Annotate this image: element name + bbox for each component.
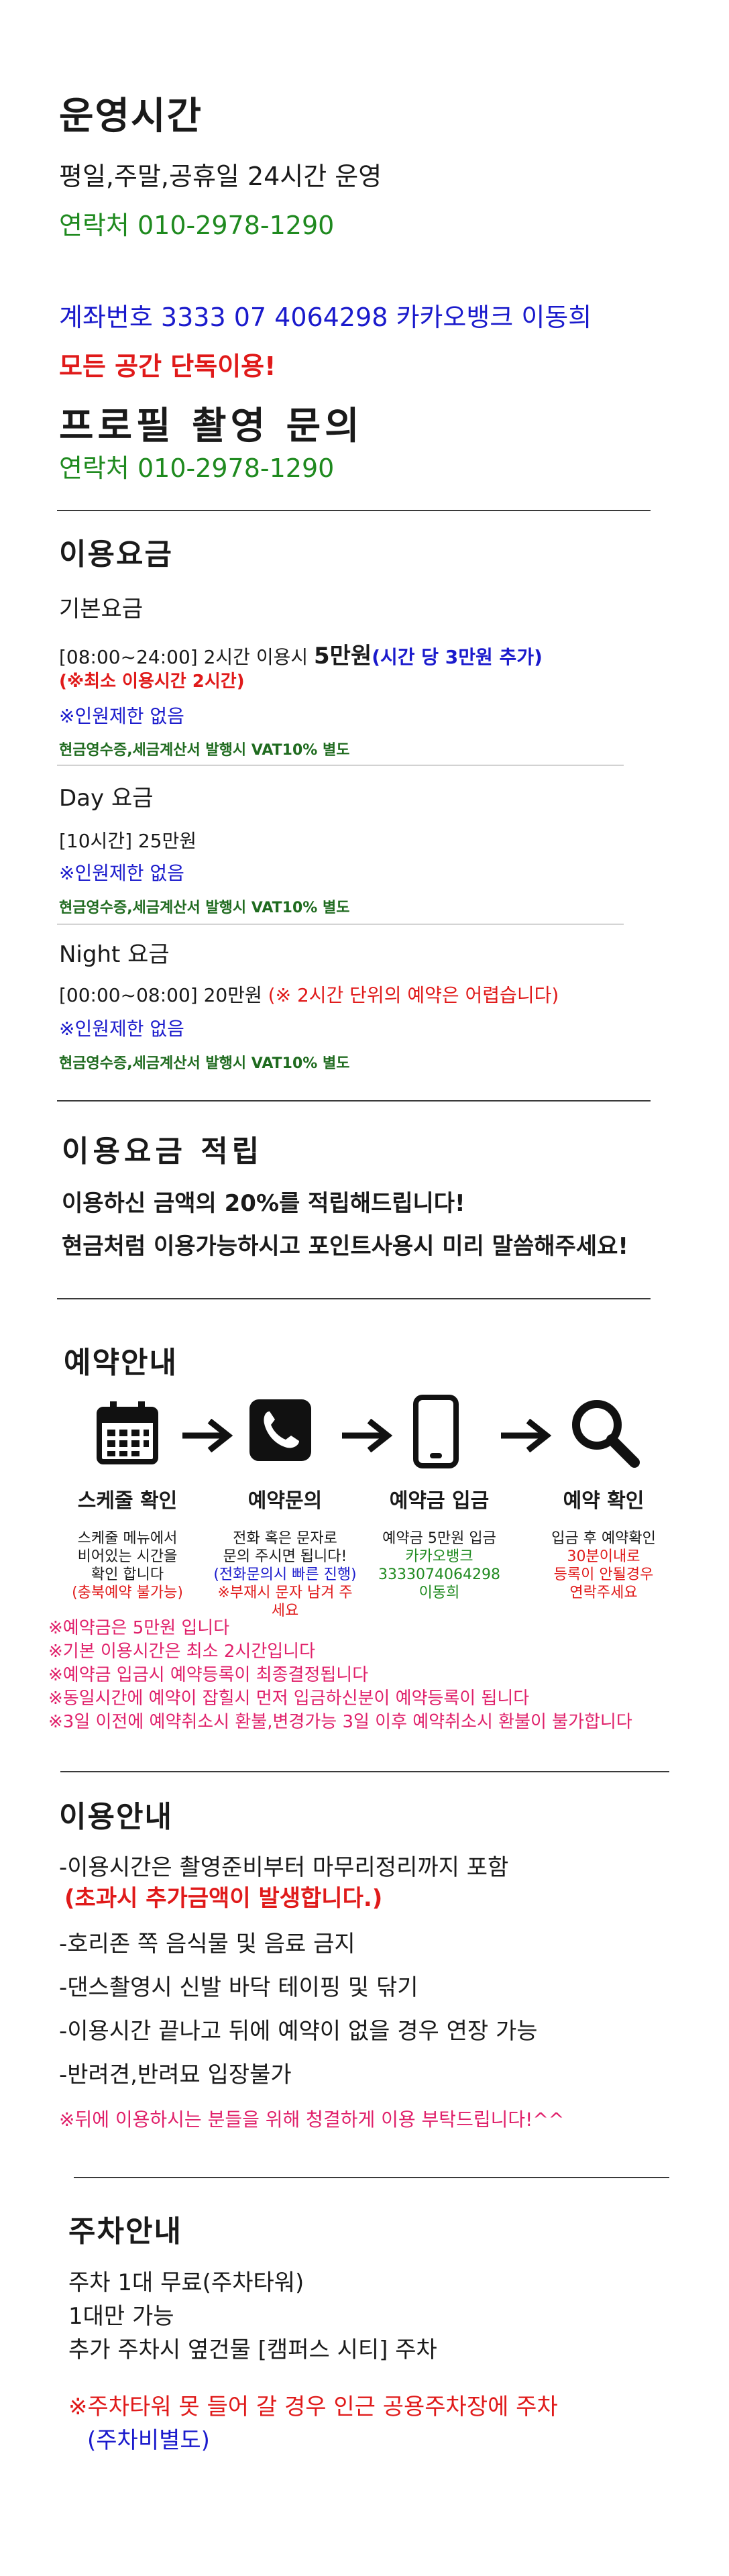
divider — [74, 2177, 669, 2178]
usage-item: -이용시간은 촬영준비부터 마무리정리까지 포함 — [59, 1854, 509, 1881]
arrow-right-icon — [501, 1419, 555, 1452]
parking-line: 1대만 가능 — [68, 2303, 174, 2330]
divider — [57, 1100, 651, 1102]
step-desc: 예약금 5만원 입금 카카오뱅크 3333074064298 이동희 — [378, 1530, 500, 1601]
night-title: Night 요금 — [59, 941, 170, 968]
basic-vat: 현금영수증,세금계산서 발행시 VAT10% 별도 — [59, 742, 350, 759]
phone-icon — [247, 1397, 314, 1464]
note-item: ※예약금 입금시 예약등록이 최종결정됩니다 — [48, 1665, 369, 1685]
step-label: 스케줄 확인 — [77, 1489, 178, 1513]
profile-contact: 연락처 010-2978-1290 — [59, 453, 335, 483]
night-no-limit: ※인원제한 없음 — [59, 1018, 184, 1040]
usage-title: 이용안내 — [59, 1800, 173, 1834]
usage-item: -댄스촬영시 신발 바닥 테이핑 및 닦기 — [59, 1974, 418, 2001]
arrow-right-icon — [182, 1419, 236, 1452]
day-title: Day 요금 — [59, 785, 154, 812]
step-label: 예약금 입금 — [389, 1489, 490, 1513]
reservation-title: 예약안내 — [64, 1346, 178, 1380]
hours-title: 운영시간 — [59, 95, 203, 138]
usage-note: ※뒤에 이용하시는 분들을 위해 청결하게 이용 부탁드립니다!^^ — [59, 2108, 565, 2131]
day-line: [10시간] 25만원 — [59, 830, 197, 852]
points-title: 이용요금 적립 — [62, 1134, 264, 1169]
note-item: ※동일시간에 예약이 잡힐시 먼저 입금하신분이 예약등록이 됩니다 — [48, 1688, 530, 1709]
hours-line: 평일,주말,공휴일 24시간 운영 — [59, 162, 382, 191]
day-no-limit: ※인원제한 없음 — [59, 862, 184, 884]
search-icon — [569, 1397, 640, 1468]
account-line: 계좌번호 3333 07 4064298 카카오뱅크 이동희 — [59, 303, 592, 332]
step-desc: 전화 혹은 문자로 문의 주시면 됩니다! (전화문의시 빠른 진행) ※부재시… — [213, 1530, 357, 1619]
arrow-right-icon — [342, 1419, 396, 1452]
basic-min-note: (※최소 이용시간 2시간) — [59, 672, 245, 692]
calendar-icon — [94, 1399, 161, 1466]
usage-item-note: (초과시 추가금액이 발생합니다.) — [64, 1885, 383, 1912]
basic-line: [08:00~24:00] 2시간 이용시 5만원(시간 당 3만원 추가) — [59, 643, 543, 669]
usage-item: -호리존 쪽 음식물 및 음료 금지 — [59, 1931, 355, 1957]
parking-line: 주차 1대 무료(주차타워) — [68, 2269, 304, 2296]
mobile-icon — [412, 1394, 459, 1469]
divider — [57, 1298, 651, 1299]
step-label: 예약 확인 — [563, 1489, 644, 1513]
step-desc: 입금 후 예약확인 30분이내로 등록이 안될경우 연락주세요 — [551, 1530, 656, 1601]
night-vat: 현금영수증,세금계산서 발행시 VAT10% 별도 — [59, 1055, 350, 1072]
note-item: ※기본 이용시간은 최소 2시간입니다 — [48, 1642, 316, 1662]
parking-note: ※주차타워 못 들어 갈 경우 인근 공용주차장에 주차 — [68, 2394, 558, 2420]
divider — [60, 1771, 669, 1772]
exclusive-note: 모든 공간 단독이용! — [59, 352, 276, 381]
hours-contact: 연락처 010-2978-1290 — [59, 211, 335, 240]
night-line: [00:00~08:00] 20만원 (※ 2시간 단위의 예약은 어렵습니다) — [59, 984, 559, 1006]
basic-no-limit: ※인원제한 없음 — [59, 705, 184, 727]
note-item: ※3일 이전에 예약취소시 환불,변경가능 3일 이후 예약취소시 환불이 불가… — [48, 1712, 632, 1732]
profile-title: 프로필 촬영 문의 — [59, 405, 363, 448]
points-line2: 현금처럼 이용가능하시고 포인트사용시 미리 말씀해주세요! — [62, 1233, 628, 1260]
parking-line: 추가 주차시 옆건물 [캠퍼스 시티] 주차 — [68, 2337, 437, 2363]
parking-note: (주차비별도) — [87, 2427, 210, 2454]
reservation-notes: ※예약금은 5만원 입니다 ※기본 이용시간은 최소 2시간입니다 ※예약금 입… — [48, 1617, 632, 1734]
step-desc: 스케줄 메뉴에서 비어있는 시간을 확인 합니다 (충북예약 불가능) — [72, 1530, 183, 1601]
points-line1: 이용하신 금액의 20%를 적립해드립니다! — [62, 1190, 465, 1217]
usage-item: -반려견,반려묘 입장불가 — [59, 2061, 292, 2088]
day-vat: 현금영수증,세금계산서 발행시 VAT10% 별도 — [59, 900, 350, 916]
pricing-title: 이용요금 — [59, 537, 173, 572]
divider — [57, 510, 651, 511]
step-label: 예약문의 — [247, 1489, 323, 1513]
usage-item: -이용시간 끝나고 뒤에 예약이 없을 경우 연장 가능 — [59, 2018, 538, 2045]
note-item: ※예약금은 5만원 입니다 — [48, 1618, 230, 1638]
parking-title: 주차안내 — [68, 2214, 182, 2249]
basic-title: 기본요금 — [59, 596, 144, 623]
